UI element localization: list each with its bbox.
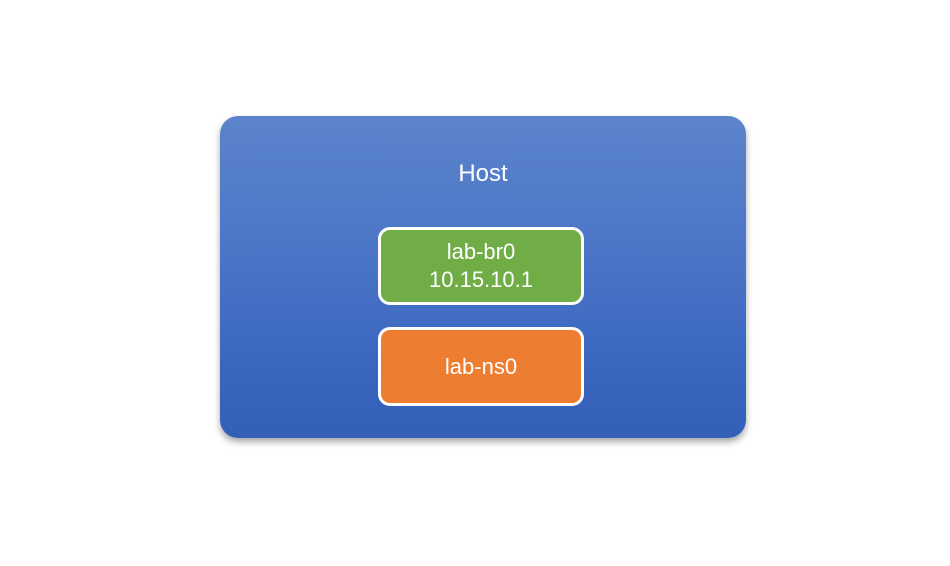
namespace-name: lab-ns0 bbox=[444, 353, 518, 379]
host-label: Host bbox=[458, 160, 508, 187]
bridge-ip: 10.15.10.1 bbox=[429, 267, 533, 292]
bridge-box: lab-br0 10.15.10.1 bbox=[378, 227, 584, 305]
namespace-box: lab-ns0 bbox=[378, 327, 584, 406]
bridge-name: lab-br0 bbox=[446, 239, 516, 264]
host-box: Host lab-br0 10.15.10.1 lab-ns0 bbox=[220, 116, 746, 438]
